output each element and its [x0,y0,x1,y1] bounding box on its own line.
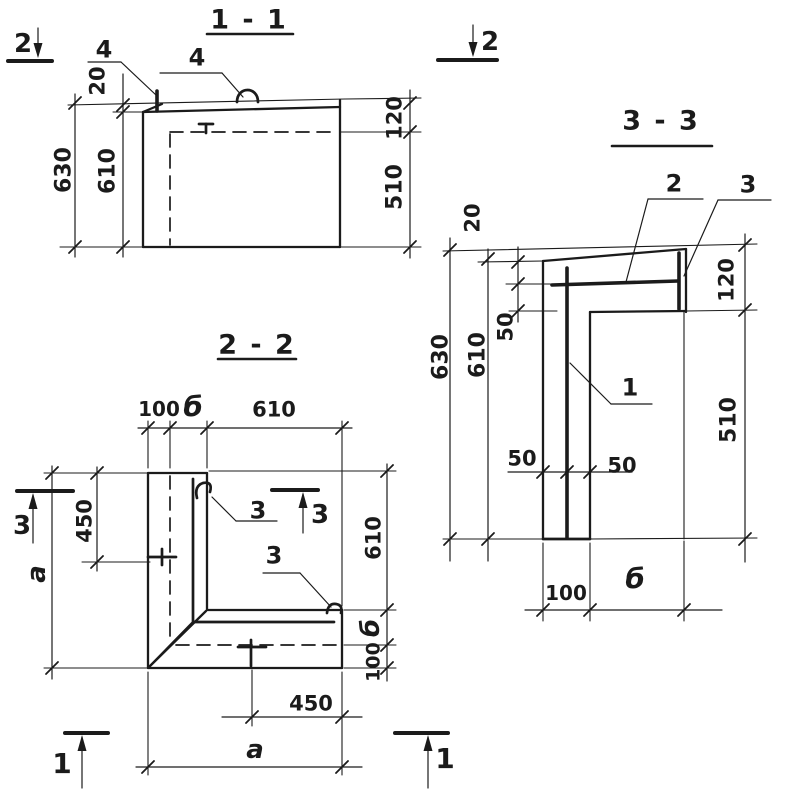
s11-title: 1 - 1 [205,4,295,35]
section-1-1-view: 1 - 1 [52,4,422,259]
s22-dim-100-right: 100 [363,642,385,682]
s33-leader-3: 3 [740,170,757,198]
s11-dim-120: 120 [382,96,406,140]
s11-dim-610: 610 [96,148,121,194]
s22-dim-610-right: 610 [361,516,385,560]
s33-dim-50-top: 50 [493,312,517,341]
s11-dim-510: 510 [383,164,408,210]
s11-leader-4-left: 4 [96,35,113,63]
cut-marker-3-mid-label: 3 [311,500,329,530]
s22-bar-3-line [191,477,336,624]
s33-dim-20: 20 [460,203,484,232]
s22-dim-610-top: 610 [252,397,296,421]
s22-title-text: 2 - 2 [218,329,296,360]
cut-marker-1-right: 1 [393,731,455,789]
s11-lifting-loop [235,88,260,104]
section-3-3-view: 3 - 3 20 630 610 [429,105,772,622]
s22-dim-100-top: 100 [138,397,180,421]
s22-leader-3-outer: 3 [266,541,283,569]
s22-dim-450-left: 450 [72,499,96,543]
s22-bar-3-hook-right [325,602,343,615]
cut-marker-1-right-label: 1 [435,742,454,775]
s11-title-text: 1 - 1 [210,4,288,35]
s22-dim-a-left: а [22,565,52,583]
s33-title-text: 3 - 3 [622,105,700,136]
s22-dim-b-top: б [183,390,203,423]
s33-dim-610: 610 [466,332,491,378]
cut-marker-2-left-label: 2 [14,29,32,59]
s11-dim-20: 20 [85,66,109,95]
cut-marker-1-left-label: 1 [52,747,71,780]
s22-dim-450-bottom: 450 [289,691,333,715]
s11-leader-4-right: 4 [189,43,206,71]
s33-leader-2: 2 [666,169,683,197]
s33-bar-2 [550,279,680,287]
section-2-2-view: 2 - 2 [22,329,397,776]
s22-block-outline [146,471,344,670]
s33-leader-1: 1 [622,373,639,401]
s22-leaders: 3 3 [211,496,332,608]
s22-leader-3-inner: 3 [250,496,267,524]
s33-dim-100-bottom: 100 [545,581,587,605]
s22-dimensions: 100 б 610 610 б 100 450 а [22,390,397,776]
cut-marker-1-left: 1 [52,731,110,789]
s33-dim-510: 510 [717,397,742,443]
cut-marker-3-mid: 3 [270,488,329,534]
s22-dim-a-bottom: а [246,735,264,765]
s33-dim-b-bottom: б [625,562,645,595]
s11-leaders: 4 4 [87,35,244,98]
s33-dim-50-left: 50 [507,446,536,470]
s33-dim-120: 120 [714,258,738,302]
cut-marker-3-left: 3 [13,489,75,544]
s11-dimensions: 20 630 610 120 510 [52,66,422,259]
cut-marker-3-left-label: 3 [13,511,31,541]
s22-bar-3-hook-top [194,481,213,500]
s22-dim-b-right: б [356,619,386,637]
s33-title: 3 - 3 [610,105,714,148]
s11-dim-630: 630 [52,147,77,193]
s33-block-outline [442,243,758,541]
cut-marker-2-left: 2 [6,27,54,63]
s33-leaders: 2 3 1 [569,169,772,405]
s33-dim-50-right: 50 [607,453,636,477]
cut-marker-2-right: 2 [436,24,499,62]
cut-marker-2-right-label: 2 [481,27,499,57]
s11-block-outline [67,88,346,249]
s33-dimensions: 20 630 610 50 50 50 100 б [429,203,758,622]
s33-dim-630: 630 [429,334,454,380]
s22-title: 2 - 2 [216,329,298,360]
